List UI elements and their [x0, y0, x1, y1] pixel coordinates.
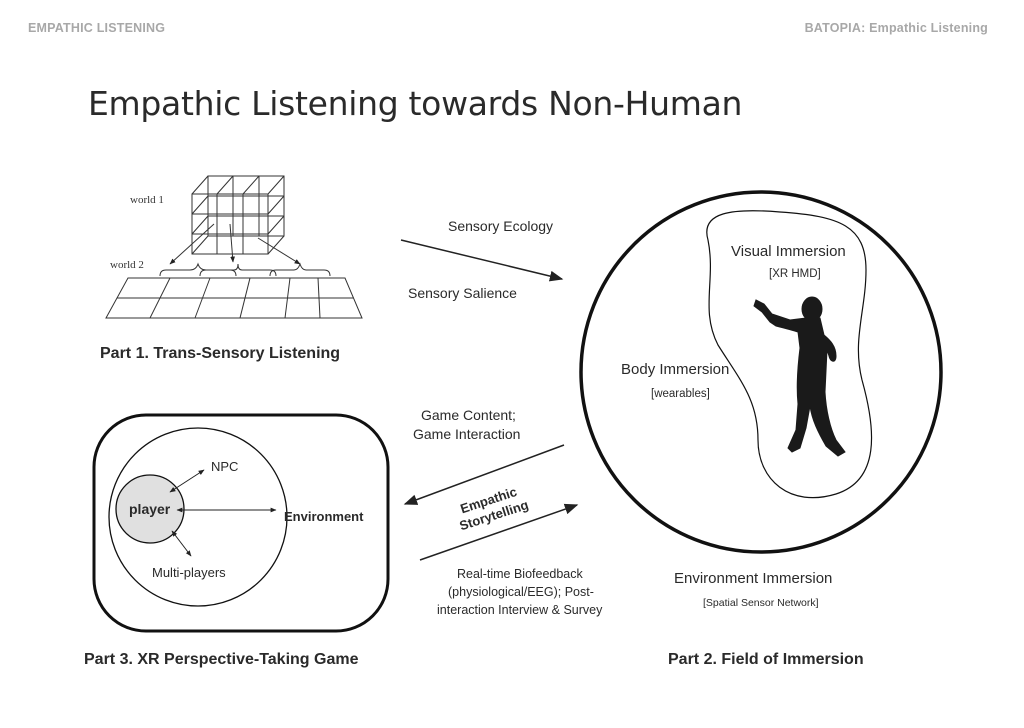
feedback-label-1: Real-time Biofeedback [457, 567, 584, 581]
body-immersion-blob [706, 210, 873, 499]
human-silhouette-icon [753, 296, 846, 457]
multi-players-label: Multi-players [152, 565, 226, 580]
world2-label: world 2 [110, 259, 144, 271]
part2-caption: Part 2. Field of Immersion [668, 651, 864, 668]
world1-label: world 1 [130, 194, 164, 206]
npc-label: NPC [211, 459, 238, 474]
environment-immersion-label: Environment Immersion [674, 570, 832, 587]
player-label: player [129, 501, 171, 517]
environment-immersion-sub: [Spatial Sensor Network] [703, 597, 819, 609]
world2-floor-grid [105, 277, 363, 319]
visual-immersion-sub: [XR HMD] [769, 268, 821, 280]
body-immersion-label: Body Immersion [621, 361, 729, 378]
part1-to-part2-arrow [400, 239, 564, 282]
sensory-salience-label: Sensory Salience [408, 285, 517, 301]
feedback-label-2: (physiological/EEG); Post- [448, 585, 594, 599]
game-world-circle [108, 427, 288, 607]
part2-to-part3-arrow [403, 444, 565, 505]
part1-world-diagram [105, 175, 363, 319]
feedback-label-3: interaction Interview & Survey [437, 603, 603, 617]
visual-immersion-label: Visual Immersion [731, 243, 846, 260]
world1-grid-box [191, 175, 285, 255]
game-content-label-1: Game Content; [421, 407, 516, 423]
game-content-label-2: Game Interaction [413, 426, 520, 442]
environment-label: Environment [284, 509, 364, 524]
environment-immersion-circle [579, 190, 943, 554]
header-left-label: EMPATHIC LISTENING [28, 21, 166, 35]
page-title: Empathic Listening towards Non-Human [88, 84, 743, 123]
player-npc-arrow [169, 469, 205, 493]
player-multi-arrow [171, 530, 192, 557]
header-right-label: BATOPIA: Empathic Listening [804, 21, 988, 35]
part3-caption: Part 3. XR Perspective-Taking Game [84, 651, 359, 668]
sensory-ecology-label: Sensory Ecology [448, 218, 553, 234]
game-boundary-box [92, 413, 390, 633]
body-immersion-sub: [wearables] [651, 388, 710, 400]
part1-caption: Part 1. Trans-Sensory Listening [100, 345, 340, 362]
part3-to-part2-arrow [419, 503, 579, 561]
